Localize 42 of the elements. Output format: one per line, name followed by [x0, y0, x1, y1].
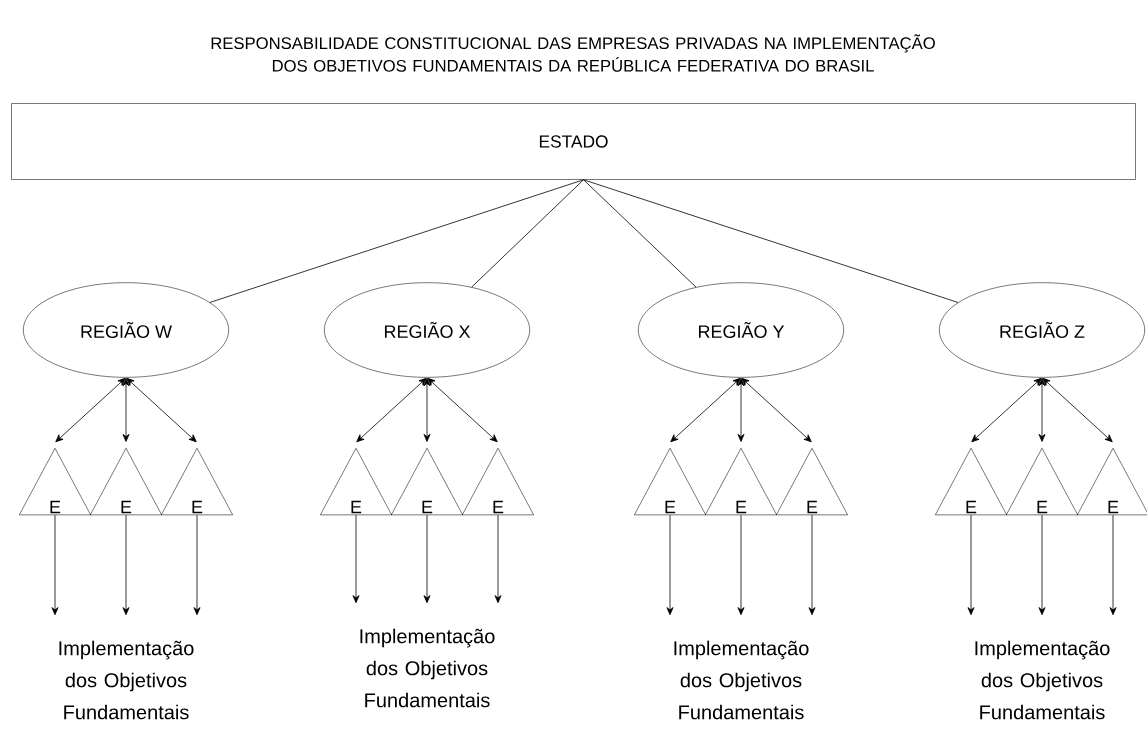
arrow — [670, 377, 741, 443]
enterprise-triangle: E — [776, 447, 848, 516]
arrow — [423, 378, 431, 442]
arrow — [666, 514, 674, 616]
arrow — [737, 378, 745, 442]
enterprise-triangle: E — [320, 447, 392, 516]
arrow — [193, 514, 201, 616]
arrow — [1109, 514, 1117, 616]
arrow — [427, 377, 498, 443]
arrow — [741, 377, 812, 443]
enterprise-triangle: E — [1006, 447, 1078, 516]
enterprise-triangle: E — [935, 447, 1007, 516]
enterprise-triangle: E — [391, 447, 463, 516]
arrow — [356, 377, 427, 443]
arrow — [122, 378, 130, 442]
state-box: ESTADO — [11, 103, 1136, 180]
arrow — [55, 377, 126, 443]
arrow — [423, 514, 431, 604]
outcome-text: Implementação dos Objetivos Fundamentais — [674, 640, 809, 720]
arrow — [352, 514, 360, 604]
arrow — [51, 514, 59, 616]
enterprise-triangle: E — [90, 447, 162, 516]
arrow — [1042, 377, 1113, 443]
arrow — [1038, 514, 1046, 616]
arrow — [971, 377, 1042, 443]
outcome-text: Implementação dos Objetivos Fundamentais — [360, 628, 495, 708]
arrow — [808, 514, 816, 616]
title: RESPONSABILIDADE CONSTITUCIONAL DAS EMPRESAS PRIVADAS NA IMPLEMENTAÇÃO DOS OBJETIVOS FUNDAMENTAIS DA REPÚBLICA FEDERATIVA DO BRASIL — [211, 34, 935, 72]
enterprise-triangle: E — [1077, 447, 1147, 516]
arrow — [126, 377, 197, 443]
arrow — [122, 514, 130, 616]
enterprise-triangle: E — [705, 447, 777, 516]
arrow — [737, 514, 745, 616]
arrow — [494, 514, 502, 604]
arrow — [1038, 378, 1046, 442]
enterprise-triangle: E — [161, 447, 233, 516]
enterprise-triangle: E — [634, 447, 706, 516]
outcome-text: Implementação dos Objetivos Fundamentais — [59, 640, 194, 720]
arrow — [967, 514, 975, 616]
enterprise-triangle: E — [462, 447, 534, 516]
enterprise-triangle: E — [19, 447, 91, 516]
outcome-text: Implementação dos Objetivos Fundamentais — [975, 640, 1110, 720]
